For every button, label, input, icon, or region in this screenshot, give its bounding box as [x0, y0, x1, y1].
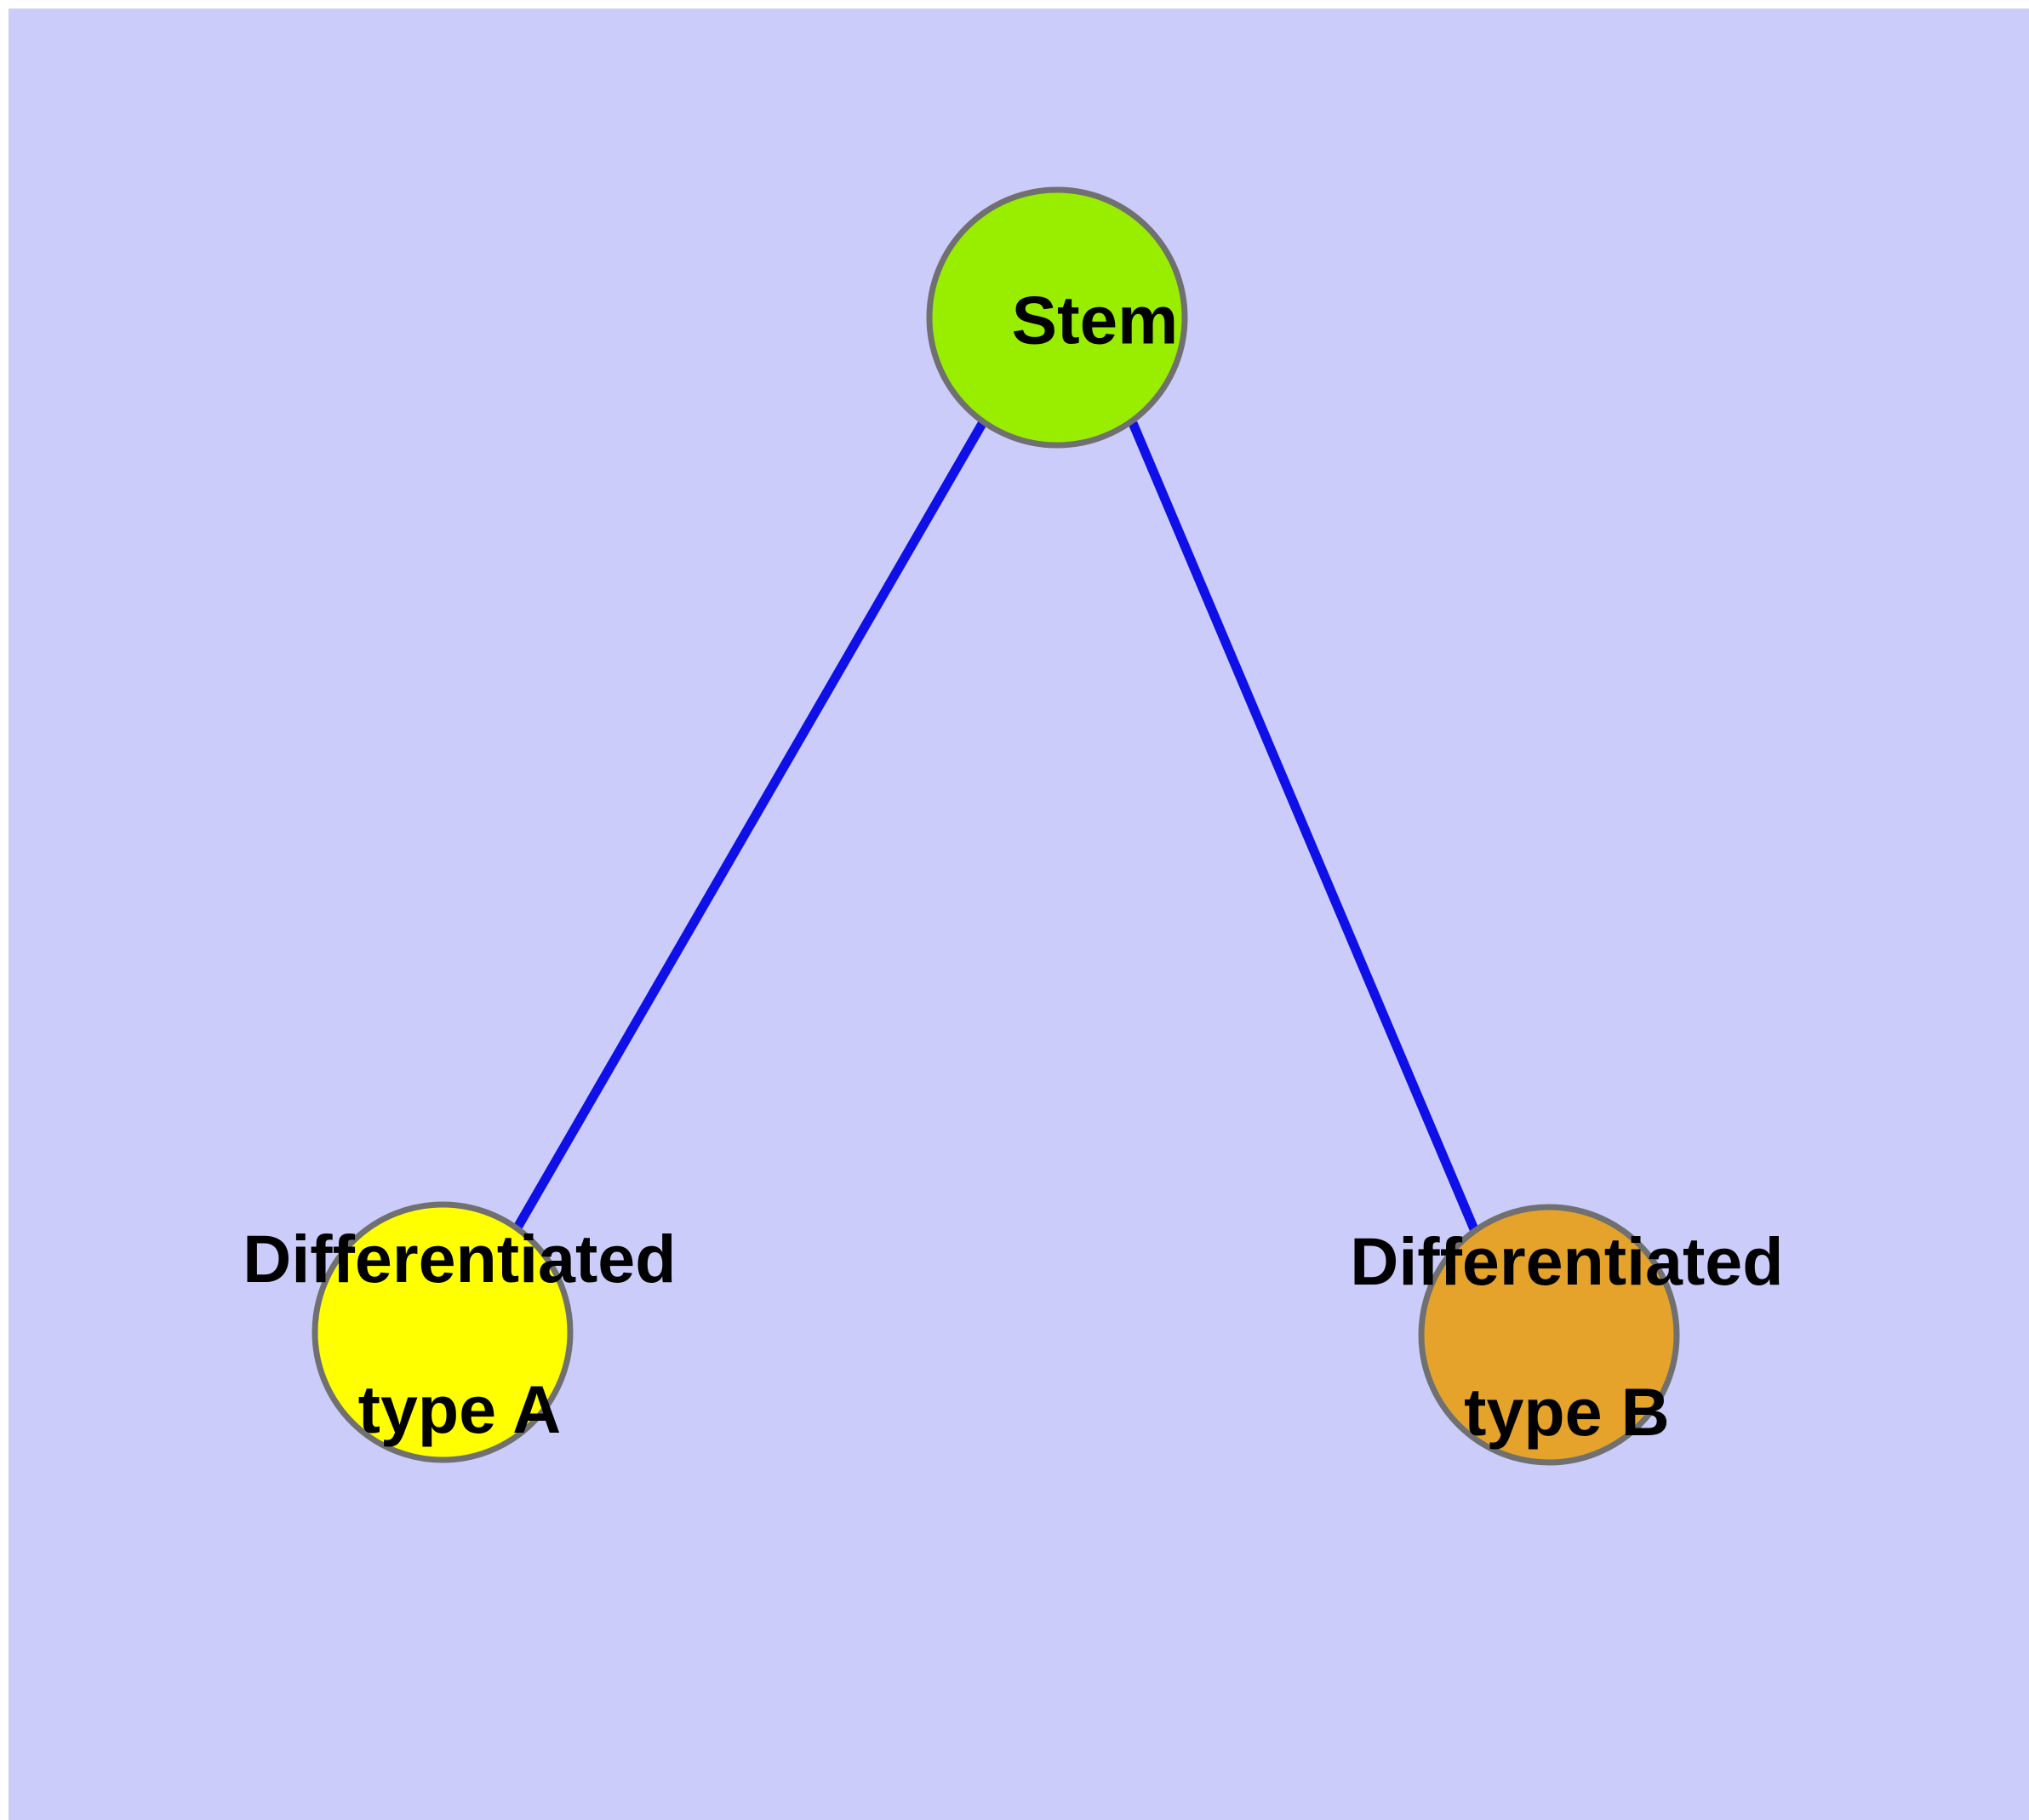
node-circle-stem[interactable]	[926, 186, 1188, 449]
edge-stem-to-diff-b[interactable]	[1128, 421, 1479, 1232]
node-circle-diff-a[interactable]	[311, 1201, 574, 1463]
edge-stem-to-diff-a[interactable]	[513, 420, 987, 1230]
node-circle-diff-b[interactable]	[1418, 1204, 1680, 1466]
nodes-layer	[311, 186, 1680, 1466]
edges-layer	[513, 420, 1479, 1232]
